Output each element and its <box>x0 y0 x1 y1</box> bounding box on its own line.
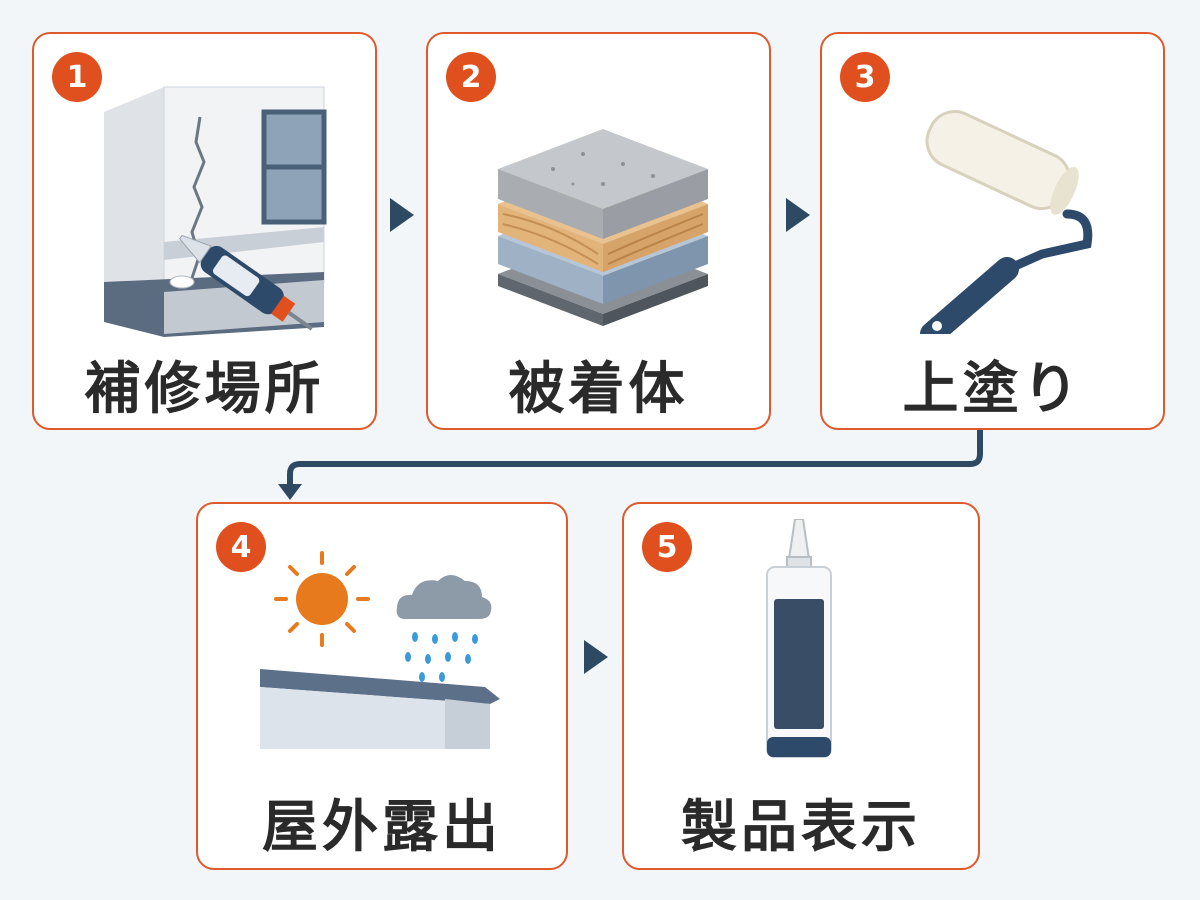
step-label: 屋外露出 <box>262 795 502 860</box>
step-card-1: 1 補修場所 <box>32 32 377 430</box>
step-card-3: 3 上塗り <box>820 32 1165 430</box>
paint-roller-icon <box>902 104 1102 334</box>
step-card-2: 2 被着体 <box>426 32 771 430</box>
step-number-badge: 2 <box>446 52 496 102</box>
step-label: 製品表示 <box>681 795 921 860</box>
step-number-badge: 3 <box>840 52 890 102</box>
step-number-badge: 4 <box>216 522 266 572</box>
wall-crack-caulking-icon <box>104 82 329 347</box>
arrow-right-icon <box>584 640 608 674</box>
step-label: 被着体 <box>508 357 689 422</box>
connector-arrow-icon <box>275 428 995 508</box>
step-label: 上塗り <box>902 357 1083 422</box>
substrate-layers-icon <box>493 114 713 334</box>
arrow-right-icon <box>786 198 810 232</box>
step-card-5: 5 製品表示 <box>622 502 980 870</box>
step-number-badge: 1 <box>52 52 102 102</box>
step-label: 補修場所 <box>84 357 325 422</box>
sealant-cartridge-icon <box>759 519 839 764</box>
step-card-4: 4 屋外露出 <box>196 502 568 870</box>
sun-rain-exposure-icon <box>260 539 505 754</box>
arrow-right-icon <box>390 198 414 232</box>
step-number-badge: 5 <box>642 522 692 572</box>
